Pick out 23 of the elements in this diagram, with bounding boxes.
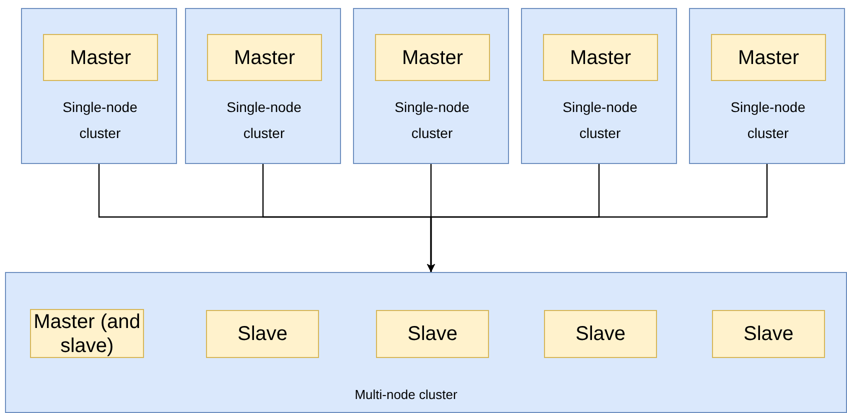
role-box: Slave [544, 310, 657, 358]
role-box: Master [207, 34, 322, 81]
cluster-label: Multi-node cluster [354, 386, 458, 404]
cluster-label: Single-node cluster [562, 98, 638, 143]
cluster-box [185, 8, 341, 164]
cluster-box [521, 8, 677, 164]
role-box: Slave [206, 310, 319, 358]
role-box: Slave [712, 310, 825, 358]
role-box: Master [711, 34, 826, 81]
role-box: Master (and slave) [30, 309, 144, 358]
cluster-label: Single-node cluster [394, 98, 470, 143]
role-box: Master [43, 34, 158, 81]
cluster-box [689, 8, 845, 164]
cluster-box [353, 8, 509, 164]
cluster-label: Single-node cluster [730, 98, 806, 143]
role-box: Master [375, 34, 490, 81]
connector-arrow [427, 164, 768, 272]
cluster-box [21, 8, 177, 164]
cluster-box [5, 272, 847, 413]
role-box: Master [543, 34, 658, 81]
role-box: Slave [376, 310, 489, 358]
cluster-label: Single-node cluster [62, 98, 138, 143]
cluster-label: Single-node cluster [226, 98, 302, 143]
